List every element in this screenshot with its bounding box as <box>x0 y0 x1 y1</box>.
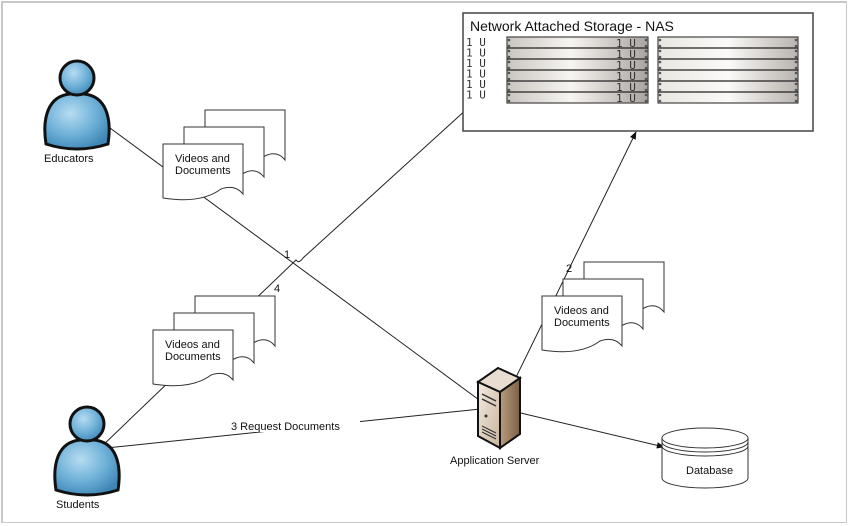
document-label-line1: Videos and <box>165 339 220 351</box>
educators-label: Educators <box>44 153 94 165</box>
rack-unit-label: 1 U <box>616 92 636 105</box>
step-2-label: 2 <box>566 263 572 275</box>
nas-left-unit-labels: 1 U1 U1 U1 U1 U1 U <box>466 36 486 102</box>
document-sheet <box>162 143 244 201</box>
connector-nas-to-students <box>99 107 469 449</box>
application-server-node[interactable]: Application Server <box>450 366 540 467</box>
rack-unit-label: 1 U <box>466 47 486 60</box>
document-label-line2: Documents <box>165 351 221 363</box>
nas-rack-right <box>657 36 799 104</box>
server-icon <box>475 366 523 450</box>
database-label: Database <box>686 465 733 477</box>
rack-unit-label: 1 U <box>616 59 636 72</box>
document-label-line1: Videos and <box>175 153 230 165</box>
educators-node[interactable]: Educators <box>43 59 111 165</box>
connections <box>71 99 665 453</box>
rack-unit-label: 1 U <box>466 36 486 49</box>
rack-unit-label: 1 U <box>616 81 636 94</box>
students-label: Students <box>56 499 100 511</box>
rack-unit-label: 1 U <box>616 48 636 61</box>
person-icon <box>43 59 111 151</box>
step-3-label: 3 Request Documents <box>231 421 340 433</box>
rack-unit-label: 1 U <box>466 78 486 91</box>
students-node[interactable]: Students <box>53 405 121 511</box>
database-icon <box>661 427 749 489</box>
nas-device[interactable]: Network Attached Storage - NAS 1 U1 U1 U… <box>462 12 814 132</box>
nas-title: Network Attached Storage - NAS <box>470 18 674 34</box>
database-node[interactable]: Database <box>661 427 749 489</box>
document-label-line2: Documents <box>175 165 231 177</box>
rack-unit-label: 1 U <box>616 70 636 83</box>
connector-server-to-database <box>507 408 665 449</box>
document-sheet <box>152 329 234 387</box>
application-server-label: Application Server <box>450 455 540 467</box>
document-sheet <box>541 295 623 353</box>
person-icon <box>53 405 121 497</box>
rack-unit-label: 1 U <box>466 57 486 70</box>
document-label-line2: Documents <box>554 317 610 329</box>
connector-server-to-nas <box>499 131 637 411</box>
connector-educators-to-server <box>71 99 491 409</box>
rack-unit-label: 1 U <box>616 37 636 50</box>
nas-rack-left: 1 U1 U1 U1 U1 U1 U <box>506 36 649 105</box>
document-label-line1: Videos and <box>554 305 609 317</box>
step-1-label: 1 <box>284 249 290 261</box>
rack-unit-label: 1 U <box>466 68 486 81</box>
rack-unit-label: 1 U <box>466 89 486 102</box>
step-4-label: 4 <box>274 283 280 295</box>
